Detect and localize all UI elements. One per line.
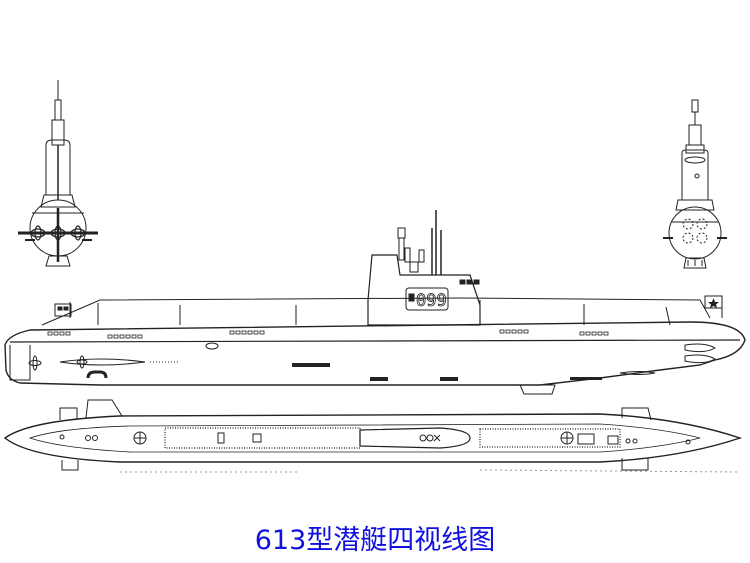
stern-view xyxy=(18,80,98,267)
bow-view xyxy=(663,99,727,269)
drawing-caption: 613型潜艇四视线图 xyxy=(254,525,496,556)
hull-number: 099 xyxy=(416,291,447,311)
top-view xyxy=(3,399,743,473)
side-view xyxy=(4,210,746,395)
